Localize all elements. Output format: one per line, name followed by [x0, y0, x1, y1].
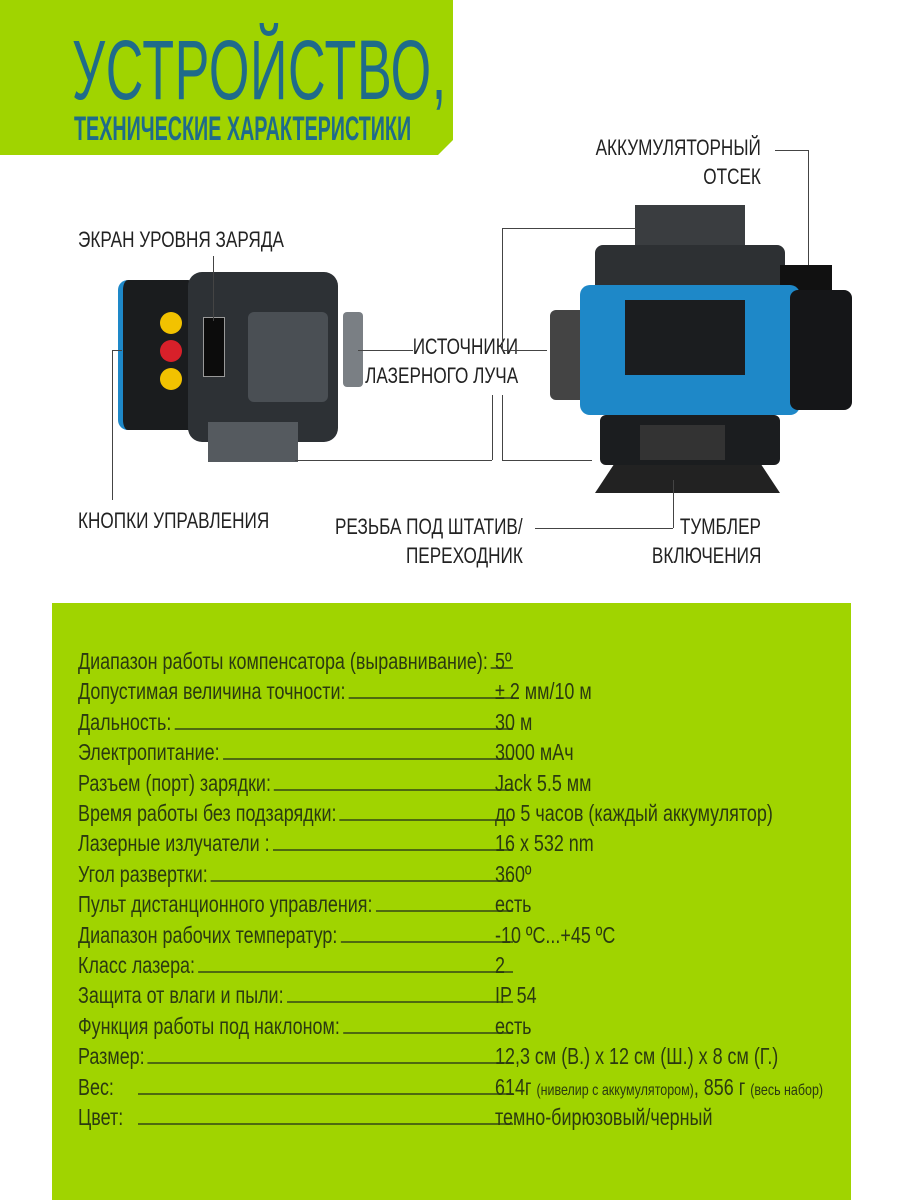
spec-row: Вес: 614г (нивелир с аккумулятором), 856 …	[78, 1073, 838, 1104]
spec-value: IP 54	[495, 982, 537, 1009]
spec-label: Цвет:	[78, 1104, 127, 1131]
spec-label: Диапазон рабочих температур:	[78, 921, 341, 949]
spec-value: 2	[495, 952, 505, 978]
spec-row: Размер: 12,3 см (В.) x 12 см (Ш.) x 8 см …	[78, 1043, 838, 1073]
spec-value: есть	[495, 891, 532, 918]
callout-battery-1: АККУМУЛЯТОРНЫЙ	[595, 135, 761, 160]
spec-row: Функция работы под наклоном: есть	[78, 1012, 838, 1043]
spec-row: Пульт дистанционного управления: есть	[78, 891, 838, 921]
callout-thread-2: ПЕРЕХОДНИК	[406, 543, 523, 568]
spec-label: Электропитание:	[78, 739, 223, 767]
spec-label: Угол развертки:	[78, 860, 211, 888]
spec-label: Вес:	[78, 1073, 118, 1101]
spec-value: 5º	[495, 648, 512, 674]
spec-label: Функция работы под наклоном:	[78, 1012, 343, 1040]
callout-thread-1: РЕЗЬБА ПОД ШТАТИВ/	[335, 514, 523, 539]
leader-line	[138, 758, 513, 761]
spec-row: Время работы без подзарядки: до 5 часов (…	[78, 800, 838, 830]
page-subtitle: ТЕХНИЧЕСКИЕ ХАРАКТЕРИСТИКИ	[74, 110, 412, 148]
spec-value: 3000 мАч	[495, 739, 574, 766]
spec-label: Размер:	[78, 1043, 148, 1071]
v-button	[160, 368, 182, 390]
leader-line	[138, 788, 513, 791]
leader-line	[138, 879, 513, 882]
spec-row: Диапазон работы компенсатора (выравниван…	[78, 648, 838, 678]
callout-laser-1: ИСТОЧНИКИ	[412, 334, 518, 359]
spec-label: Класс лазера:	[78, 952, 199, 979]
spec-label: Пульт дистанционного управления:	[78, 891, 376, 919]
spec-label: Дальность:	[78, 708, 175, 736]
spec-value: 360º	[495, 860, 532, 887]
spec-value: есть	[495, 1012, 532, 1039]
spec-value: -10 ºC...+45 ºC	[495, 921, 616, 948]
spec-row: Защита от влаги и пыли: IP 54	[78, 982, 838, 1012]
leader-line	[138, 971, 513, 973]
callout-buttons: КНОПКИ УПРАВЛЕНИЯ	[78, 508, 270, 533]
spec-label: Время работы без подзарядки:	[78, 800, 340, 827]
spec-row: Диапазон рабочих температур: -10 ºC...+45…	[78, 921, 838, 952]
page-title: УСТРОЙСТВО,	[72, 23, 447, 117]
spec-row: Класс лазера: 2	[78, 952, 838, 982]
spec-value: до 5 часов (каждый аккумулятор)	[495, 800, 773, 826]
spec-row: Допустимая величина точности: ± 2 мм/10 м	[78, 678, 838, 708]
callout-switch-2: ВКЛЮЧЕНИЯ	[651, 543, 761, 568]
spec-value: 614г (нивелир с аккумулятором), 856 г (в…	[495, 1073, 824, 1100]
spec-value: 16 x 532 nm	[495, 830, 594, 857]
spec-row: Электропитание: 3000 мАч	[78, 739, 838, 769]
callout-switch-1: ТУМБЛЕР	[679, 514, 761, 539]
spec-label: Защита от влаги и пыли:	[78, 982, 287, 1010]
device-side-view	[118, 272, 363, 462]
power-button	[160, 340, 182, 362]
leader-line	[138, 849, 513, 852]
spec-value: 12,3 см (В.) x 12 см (Ш.) x 8 см (Г.)	[495, 1043, 779, 1070]
leader-line	[138, 1001, 513, 1004]
spec-label: Разъем (порт) зарядки:	[78, 769, 275, 797]
spec-row: Угол развертки: 360º	[78, 860, 838, 891]
spec-value: темно-бирюзовый/черный	[495, 1104, 713, 1130]
spec-label: Диапазон работы компенсатора (выравниван…	[78, 648, 491, 675]
leader-line	[138, 1123, 513, 1125]
header-banner	[0, 0, 453, 155]
callout-screen: ЭКРАН УРОВНЯ ЗАРЯДА	[78, 227, 284, 252]
spec-row: Цвет: темно-бирюзовый/черный	[78, 1104, 838, 1134]
leader-line	[138, 1092, 513, 1095]
callout-battery-2: ОТСЕК	[703, 164, 761, 189]
device-front-view	[540, 205, 855, 495]
specs-panel: Диапазон работы компенсатора (выравниван…	[52, 603, 851, 1200]
spec-value: 30 м	[495, 708, 533, 735]
spec-label: Допустимая величина точности:	[78, 678, 349, 706]
spec-value: Jack 5.5 мм	[495, 769, 592, 796]
spec-row: Лазерные излучатели : 16 x 532 nm	[78, 830, 838, 860]
spec-row: Дальность: 30 м	[78, 708, 838, 739]
h-button	[160, 312, 182, 334]
spec-value: ± 2 мм/10 м	[495, 678, 592, 705]
leader-line	[138, 727, 513, 730]
spec-row: Разъем (порт) зарядки: Jack 5.5 мм	[78, 769, 838, 800]
spec-label: Лазерные излучатели :	[78, 830, 273, 858]
leader-line	[138, 1062, 513, 1065]
callout-laser-2: ЛАЗЕРНОГО ЛУЧА	[364, 363, 518, 388]
